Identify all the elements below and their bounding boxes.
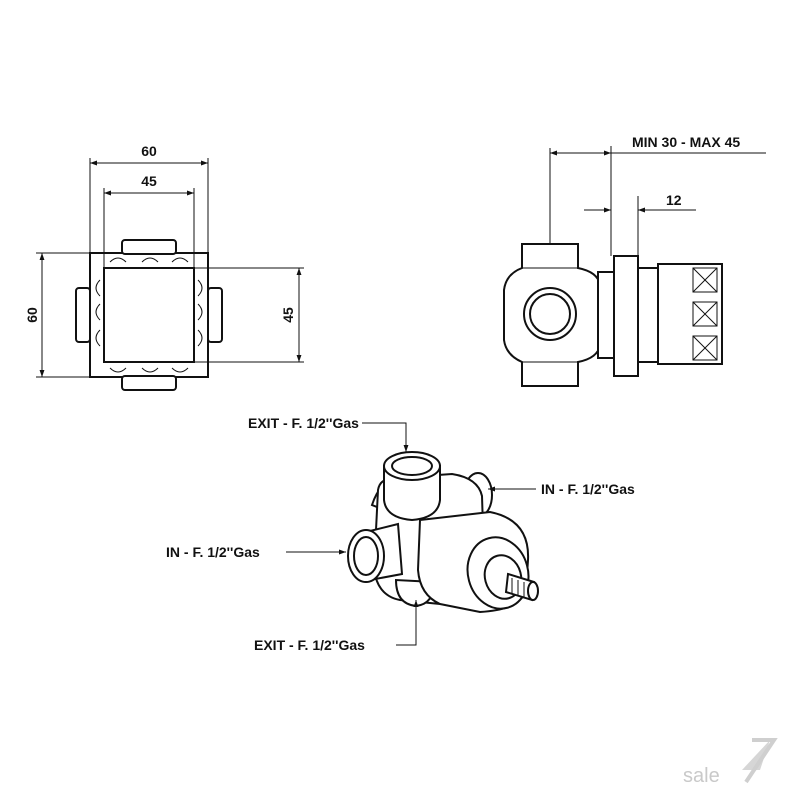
side-port-outer	[523, 287, 577, 341]
label-exit-top: EXIT - F. 1/2''Gas	[248, 415, 359, 431]
dim-width-inner: 45	[141, 173, 157, 189]
label-in-left: IN - F. 1/2''Gas	[166, 544, 260, 560]
front-body-outline	[89, 252, 209, 378]
iso-top-port-body	[383, 465, 441, 522]
front-right-lug	[207, 287, 223, 343]
leader-exit-bottom	[396, 600, 419, 646]
front-view: 60 45 60 45	[24, 143, 304, 391]
dim-height-outer: 60	[24, 307, 40, 323]
side-wall-plate	[613, 255, 639, 377]
dim-width-outer: 60	[141, 143, 157, 159]
dim-height-inner: 45	[280, 307, 296, 323]
side-cartridge-head	[657, 263, 723, 365]
iso-spindle-tip	[527, 581, 539, 601]
dim-range: MIN 30 - MAX 45	[632, 134, 740, 150]
front-body-bumps	[95, 257, 203, 373]
iso-cylinder-inner	[483, 554, 523, 600]
watermark-logo: sale	[683, 738, 778, 787]
front-extension-lines	[36, 158, 304, 378]
front-bottom-lug	[121, 375, 177, 391]
label-in-right: IN - F. 1/2''Gas	[541, 481, 635, 497]
dim-plate: 12	[666, 192, 682, 208]
side-port-inner	[529, 293, 571, 335]
iso-view: EXIT - F. 1/2''Gas IN - F. 1/2''Gas IN -…	[166, 415, 635, 653]
side-extension-lines	[549, 146, 766, 256]
front-left-lug	[75, 287, 91, 343]
side-sleeve	[637, 267, 659, 363]
iso-left-port-hole	[353, 536, 379, 576]
iso-top-port-hole	[391, 456, 433, 476]
side-view: MIN 30 - MAX 45 12	[503, 134, 766, 387]
front-top-lug	[121, 239, 177, 255]
leader-exit-top	[362, 422, 409, 452]
side-head-pattern	[692, 267, 718, 361]
front-inner-square	[103, 267, 195, 363]
watermark-text: sale	[683, 765, 720, 787]
side-valve-body	[503, 243, 601, 387]
side-neck	[597, 271, 615, 359]
label-exit-bottom: EXIT - F. 1/2''Gas	[254, 637, 365, 653]
watermark-mark-icon	[742, 740, 770, 770]
